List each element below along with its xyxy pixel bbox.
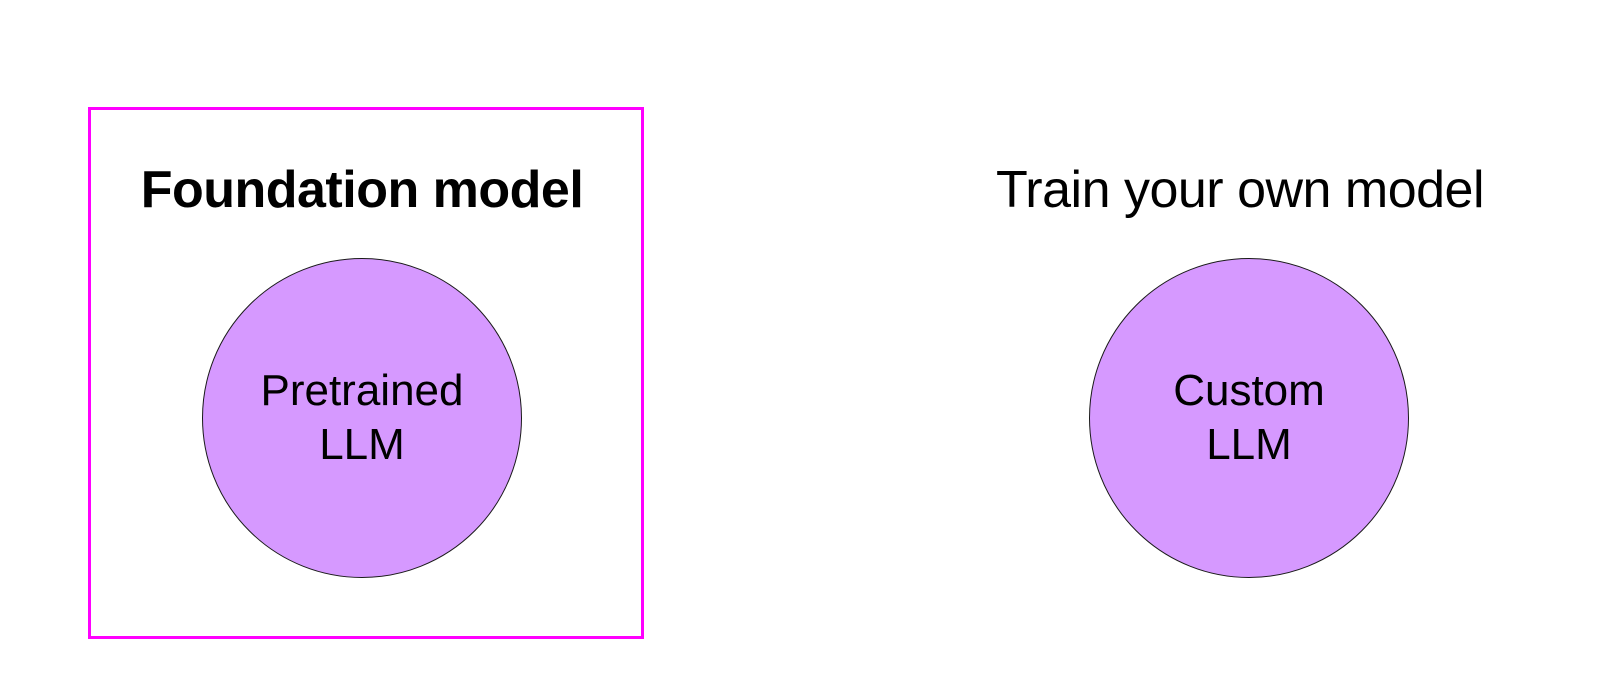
pretrained-llm-label-line1: Pretrained xyxy=(260,366,464,415)
custom-llm-label-line2: LLM xyxy=(1206,420,1292,469)
pretrained-llm-label-line2: LLM xyxy=(319,420,405,469)
custom-llm-circle: Custom LLM xyxy=(1089,258,1409,578)
pretrained-llm-circle: Pretrained LLM xyxy=(202,258,522,578)
foundation-model-title: Foundation model xyxy=(140,161,584,219)
custom-llm-label-line1: Custom xyxy=(1173,366,1325,415)
train-own-model-title: Train your own model xyxy=(995,161,1485,219)
foundation-model-highlight-box xyxy=(88,107,644,639)
